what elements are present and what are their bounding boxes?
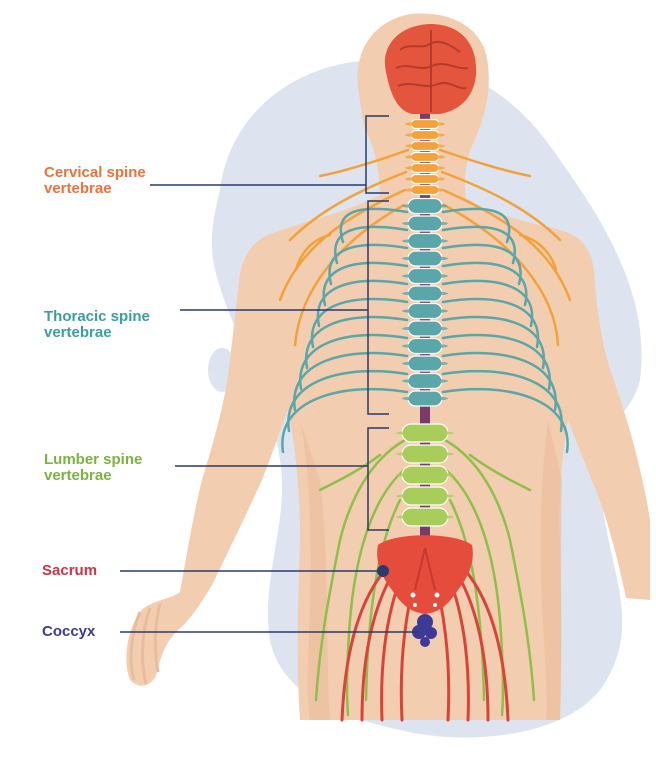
- thoracic-vertebra-process: [402, 256, 448, 261]
- lumbar-vertebrae: [396, 423, 454, 527]
- nerves: [278, 148, 572, 722]
- thoracic-vertebra-process: [402, 273, 448, 279]
- thoracic-nerve: [441, 225, 516, 265]
- thoracic-nerve: [322, 261, 409, 307]
- label-lumber-line2: vertebrae: [44, 467, 112, 484]
- cervical-vertebra-process: [405, 176, 445, 182]
- thoracic-vertebra-process: [402, 378, 448, 384]
- label-cervical-vertebrae: Cervical spine vertebrae: [44, 165, 146, 197]
- cervical-vertebra-process: [405, 165, 445, 171]
- lumbar-nerves: [314, 438, 536, 717]
- sacrum-bone: [377, 535, 473, 614]
- thoracic-nerve: [304, 315, 409, 370]
- thoracic-vertebra-process: [402, 396, 448, 401]
- spinal-column: [377, 110, 473, 647]
- thoracic-vertebra-process: [402, 361, 448, 366]
- lumbar-vertebra-process: [396, 430, 454, 436]
- thoracic-vertebrae: [402, 197, 448, 407]
- thoracic-nerve: [281, 387, 409, 454]
- brain: [384, 24, 477, 114]
- sacrum-pointer-dot: [377, 565, 389, 577]
- thoracic-nerves: [281, 207, 569, 454]
- thoracic-bracket: [367, 200, 389, 415]
- label-lumber-line1: Lumber spine: [44, 451, 143, 468]
- cervical-vertebra-process: [405, 187, 445, 193]
- thoracic-nerve: [287, 369, 409, 433]
- brain-folds: [395, 30, 469, 112]
- thoracic-nerve: [441, 261, 528, 307]
- thoracic-nerve: [441, 387, 569, 454]
- cervical-vertebra-process: [405, 121, 445, 127]
- label-thoracic-line2: vertebrae: [44, 324, 112, 341]
- backdrop-dot: [500, 137, 528, 189]
- thoracic-vertebra-process: [402, 343, 448, 349]
- thoracic-vertebra-process: [402, 221, 448, 226]
- hand: [129, 603, 162, 685]
- lumbar-bracket: [367, 427, 389, 531]
- thoracic-nerve: [441, 351, 557, 412]
- thoracic-nerve: [328, 243, 409, 286]
- cervical-vertebra-process: [405, 154, 445, 160]
- thoracic-vertebra-process: [402, 291, 448, 296]
- sacral-foramen: [434, 592, 440, 598]
- cervical-vertebra-process: [405, 143, 445, 149]
- lumbar-vertebra-process: [396, 514, 454, 520]
- thoracic-nerve: [441, 333, 552, 391]
- label-sacrum-text: Sacrum: [42, 562, 98, 579]
- lumbar-vertebra-process: [396, 451, 454, 457]
- sacral-foramen: [433, 603, 437, 607]
- thoracic-nerve: [310, 297, 409, 349]
- label-thoracic-line1: Thoracic spine: [44, 308, 150, 325]
- thoracic-nerve: [334, 225, 409, 265]
- thoracic-nerve: [441, 279, 534, 328]
- thoracic-nerve: [298, 333, 409, 391]
- label-coccyx: Coccyx: [42, 624, 95, 640]
- lumbar-vertebra-process: [396, 493, 454, 499]
- thoracic-nerve: [316, 279, 409, 328]
- cervical-vertebra-process: [405, 132, 445, 138]
- thoracic-nerve: [441, 315, 546, 370]
- sacrum-detail: [414, 547, 436, 591]
- sacral-foramen: [410, 592, 416, 598]
- sacral-foramen: [413, 603, 417, 607]
- coccyx-bone: [412, 614, 437, 647]
- torso-shade: [540, 420, 562, 720]
- label-lumber-vertebrae: Lumber spine vertebrae: [44, 452, 142, 484]
- label-sacrum: Sacrum: [42, 563, 97, 579]
- thoracic-vertebra-process: [402, 326, 448, 331]
- thoracic-nerve: [441, 369, 563, 433]
- thoracic-nerve: [441, 243, 522, 286]
- thoracic-nerve: [293, 351, 409, 412]
- label-cervical-line2: vertebrae: [44, 180, 112, 197]
- thoracic-vertebra-process: [402, 308, 448, 314]
- leader-lines: [120, 115, 418, 633]
- cervical-vertebrae: [405, 118, 445, 196]
- thoracic-vertebra-process: [402, 203, 448, 209]
- thoracic-nerve: [441, 297, 540, 349]
- label-coccyx-text: Coccyx: [42, 623, 96, 640]
- thoracic-vertebra-process: [402, 238, 448, 244]
- lumbar-vertebra-process: [396, 472, 454, 478]
- cervical-nerves: [278, 148, 572, 347]
- cervical-bracket: [365, 115, 389, 194]
- label-thoracic-vertebrae: Thoracic spine vertebrae: [44, 309, 150, 341]
- label-cervical-line1: Cervical spine: [44, 164, 146, 181]
